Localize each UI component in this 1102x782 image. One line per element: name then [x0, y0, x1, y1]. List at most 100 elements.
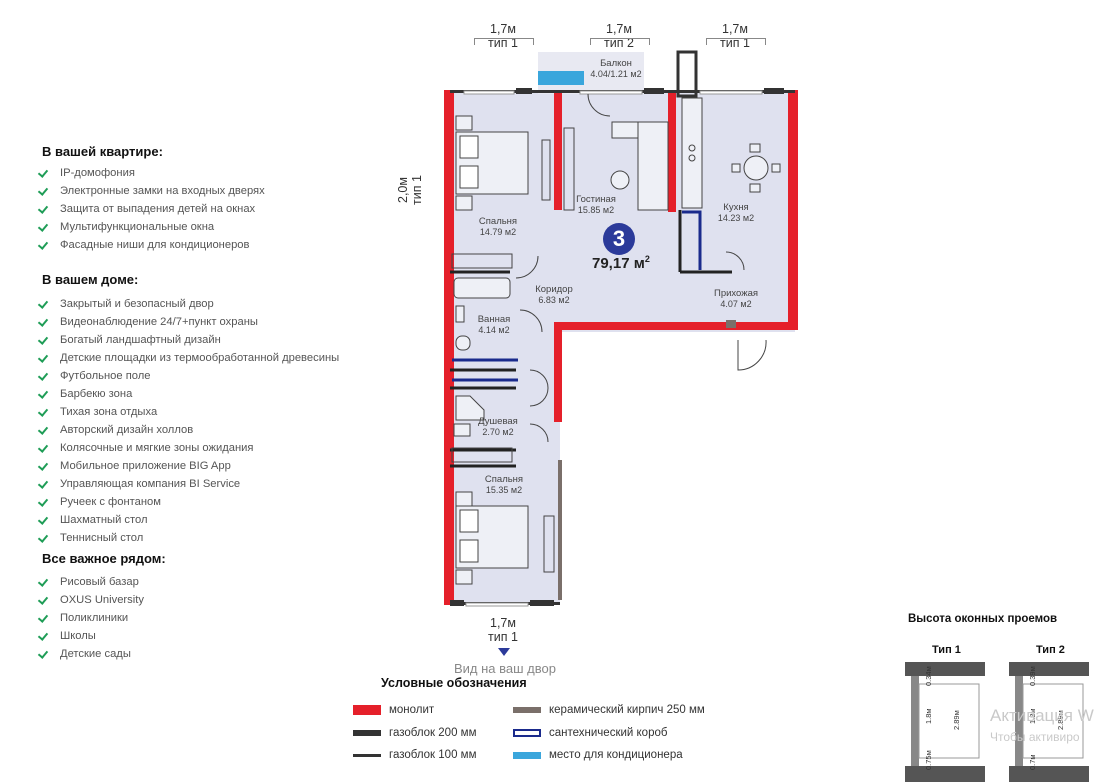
- nearby-item: Школы: [38, 627, 144, 645]
- apartment-feature-item-label: Защита от выпадения детей на окнах: [60, 203, 256, 215]
- house-feature-item: Мобильное приложение BIG App: [38, 457, 339, 475]
- check-icon: [38, 352, 50, 364]
- check-icon: [38, 612, 50, 624]
- nearby-item: Поликлиники: [38, 609, 144, 627]
- legend-brick: керамический кирпич 250 мм: [513, 703, 705, 717]
- view-label: Вид на ваш двор: [454, 661, 556, 676]
- nearby-item-label: Детские сады: [60, 648, 131, 660]
- apartment-feature-item-label: Мультифункциональные окна: [60, 221, 215, 233]
- house-feature-item: Видеонаблюдение 24/7+пункт охраны: [38, 313, 339, 331]
- nearby-item-label: OXUS University: [60, 594, 144, 606]
- legend-monolith: монолит: [353, 703, 434, 717]
- window-2-top: 0.39м: [1028, 666, 1037, 686]
- rooms-count-badge: 3: [603, 223, 635, 255]
- apartment-feature-item: Фасадные ниши для кондиционеров: [38, 236, 265, 254]
- nearby-title: Все важное рядом:: [42, 551, 166, 566]
- house-feature-item-label: Шахматный стол: [60, 514, 148, 526]
- house-feature-item: Шахматный стол: [38, 511, 339, 529]
- total-area: 79,17 м2: [592, 254, 650, 272]
- check-icon: [38, 496, 50, 508]
- check-icon: [38, 460, 50, 472]
- house-feature-item-label: Колясочные и мягкие зоны ожидания: [60, 442, 254, 454]
- window-1-total: 2.89м: [952, 710, 961, 730]
- house-feature-item: Теннисный стол: [38, 529, 339, 547]
- window-heights-title: Высота оконных проемов: [908, 613, 1058, 625]
- check-icon: [38, 167, 50, 179]
- nearby-item-label: Рисовый базар: [60, 576, 139, 588]
- legend-gasblock-100: газоблок 100 мм: [353, 748, 476, 762]
- house-features-title: В вашем доме:: [42, 272, 139, 287]
- house-feature-item-label: Авторский дизайн холлов: [60, 424, 194, 436]
- sofa: [611, 121, 669, 211]
- house-feature-item: Тихая зона отдыха: [38, 403, 339, 421]
- nearby-item: OXUS University: [38, 591, 144, 609]
- apartment-feature-item: Мультифункциональные окна: [38, 218, 265, 236]
- check-icon: [38, 406, 50, 418]
- legend-gasblock-200: газоблок 200 мм: [353, 726, 476, 740]
- window-height-diagrams: [905, 662, 1089, 782]
- house-feature-item-label: Футбольное поле: [60, 370, 151, 382]
- arrow-down-icon: [498, 648, 510, 656]
- house-feature-item-label: Мобильное приложение BIG App: [60, 460, 231, 472]
- apartment-feature-item: Защита от выпадения детей на окнах: [38, 200, 265, 218]
- check-icon: [38, 388, 50, 400]
- nearby-item-label: Поликлиники: [60, 612, 129, 624]
- check-icon: [38, 648, 50, 660]
- bathtub: [453, 277, 511, 437]
- legend-title: Условные обозначения: [381, 676, 527, 690]
- apartment-feature-item: IP-домофония: [38, 164, 265, 182]
- check-icon: [38, 532, 50, 544]
- house-feature-item-label: Ручеек с фонтаном: [60, 496, 161, 508]
- window-type-2-label: Тип 2: [1036, 644, 1065, 656]
- window-2-bottom: 0.7м: [1028, 754, 1037, 770]
- kitchen-units: [681, 97, 781, 209]
- house-feature-item-label: Богатый ландшафтный дизайн: [60, 334, 221, 346]
- legend-plumbing-box: сантехнический короб: [513, 726, 667, 740]
- check-icon: [38, 298, 50, 310]
- window-1-top: 0.34м: [924, 666, 933, 686]
- apartment-feature-item-label: Электронные замки на входных дверях: [60, 185, 265, 197]
- ac-spot: [538, 71, 584, 85]
- house-feature-item: Детские площадки из термообработанной др…: [38, 349, 339, 367]
- house-feature-item: Барбекю зона: [38, 385, 339, 403]
- house-feature-item-label: Управляющая компания BI Service: [60, 478, 241, 490]
- activation-watermark-sub: Чтобы активиро: [990, 730, 1080, 744]
- house-feature-item-label: Детские площадки из термообработанной др…: [60, 352, 340, 364]
- bed-2: [455, 491, 555, 585]
- house-feature-item: Авторский дизайн холлов: [38, 421, 339, 439]
- check-icon: [38, 334, 50, 346]
- house-feature-item: Закрытый и безопасный двор: [38, 295, 339, 313]
- house-feature-item: Ручеек с фонтаном: [38, 493, 339, 511]
- window-1-mid: 1.8м: [924, 708, 933, 724]
- apartment-features-title: В вашей квартире:: [42, 144, 163, 159]
- check-icon: [38, 185, 50, 197]
- house-feature-item-label: Барбекю зона: [60, 388, 133, 400]
- bed-1: [455, 115, 529, 211]
- check-icon: [38, 514, 50, 526]
- house-feature-item-label: Закрытый и безопасный двор: [60, 298, 214, 310]
- legend-ac-spot: место для кондиционера: [513, 748, 683, 762]
- check-icon: [38, 424, 50, 436]
- check-icon: [38, 316, 50, 328]
- window-type-1-label: Тип 1: [932, 644, 961, 656]
- house-feature-item-label: Видеонаблюдение 24/7+пункт охраны: [60, 316, 258, 328]
- check-icon: [38, 630, 50, 642]
- check-icon: [38, 239, 50, 251]
- nearby-item: Рисовый базар: [38, 573, 144, 591]
